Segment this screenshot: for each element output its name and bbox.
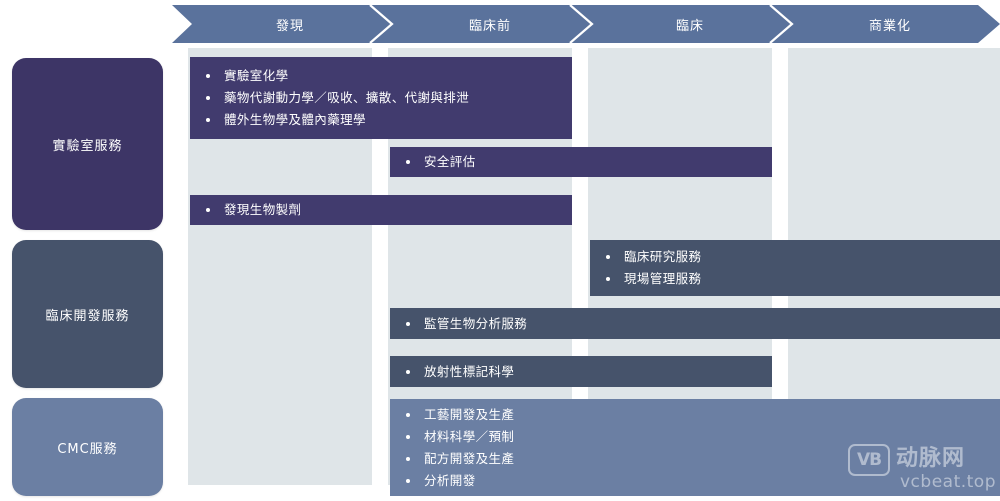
phase-label-commercial[interactable]: 商業化 bbox=[868, 18, 911, 34]
service-bar-list: 臨床研究服務 現場管理服務 bbox=[590, 246, 1000, 290]
phase-label-discovery[interactable]: 發現 bbox=[275, 18, 304, 34]
bullet-icon bbox=[406, 478, 410, 483]
list-item-label: 現場管理服務 bbox=[624, 271, 702, 286]
sidebar-item-cmc-services[interactable]: CMC服務 bbox=[12, 398, 163, 496]
bullet-icon bbox=[206, 74, 210, 78]
phase-banner-shape bbox=[172, 5, 1000, 43]
bullet-icon bbox=[406, 160, 410, 164]
bullet-icon bbox=[206, 118, 210, 122]
list-item-label: 實驗室化學 bbox=[224, 68, 289, 83]
service-bar-list: 安全評估 bbox=[390, 151, 772, 173]
list-item: 實驗室化學 bbox=[204, 65, 562, 87]
bullet-icon bbox=[406, 434, 410, 439]
list-item-label: 安全評估 bbox=[424, 154, 476, 169]
list-item-label: 分析開發 bbox=[424, 472, 476, 488]
list-item-label: 配方開發及生產 bbox=[424, 450, 515, 466]
service-bar-list: 實驗室化學 藥物代謝動力學／吸收、擴散、代謝與排泄 體外生物學及體內藥理學 bbox=[190, 65, 572, 131]
list-item: 工藝開發及生產 bbox=[404, 404, 990, 426]
sidebar-item-label: 實驗室服務 bbox=[52, 138, 123, 154]
sidebar-item-clinical-development-services[interactable]: 臨床開發服務 bbox=[12, 240, 163, 388]
sidebar-item-label: CMC服務 bbox=[57, 441, 118, 457]
list-item: 監管生物分析服務 bbox=[404, 313, 990, 335]
list-item: 體外生物學及體內藥理學 bbox=[204, 109, 562, 131]
list-item: 臨床研究服務 bbox=[604, 246, 990, 268]
bullet-icon bbox=[206, 208, 210, 212]
bullet-icon bbox=[606, 277, 610, 281]
list-item: 發現生物製劑 bbox=[204, 199, 562, 221]
list-item-label: 放射性標記科學 bbox=[424, 363, 515, 379]
service-bar-regulated-bioanalysis[interactable]: 監管生物分析服務 bbox=[390, 308, 1000, 339]
service-bar-list: 放射性標記科學 bbox=[390, 361, 772, 383]
service-bar-safety-assessment[interactable]: 安全評估 bbox=[390, 147, 772, 177]
list-item: 放射性標記科學 bbox=[404, 361, 762, 383]
service-bar-cmc[interactable]: 工藝開發及生產 材料科學／預制 配方開發及生產 分析開發 bbox=[390, 399, 1000, 496]
list-item-label: 發現生物製劑 bbox=[224, 202, 302, 217]
list-item: 現場管理服務 bbox=[604, 268, 990, 290]
list-item: 藥物代謝動力學／吸收、擴散、代謝與排泄 bbox=[204, 87, 562, 109]
list-item-label: 工藝開發及生產 bbox=[424, 406, 515, 422]
list-item-label: 材料科學／預制 bbox=[424, 428, 515, 444]
bullet-icon bbox=[606, 255, 610, 259]
service-bar-list: 監管生物分析服務 bbox=[390, 313, 1000, 335]
phase-label-clinical[interactable]: 臨床 bbox=[675, 18, 704, 34]
bullet-icon bbox=[406, 456, 410, 461]
service-bar-discovery-biologics[interactable]: 發現生物製劑 bbox=[190, 195, 572, 225]
service-bar-radiolabeled-science[interactable]: 放射性標記科學 bbox=[390, 356, 772, 387]
service-bar-list: 工藝開發及生產 材料科學／預制 配方開發及生產 分析開發 bbox=[390, 404, 1000, 492]
list-item-label: 監管生物分析服務 bbox=[424, 315, 528, 331]
service-bar-lab-chemistry[interactable]: 實驗室化學 藥物代謝動力學／吸收、擴散、代謝與排泄 體外生物學及體內藥理學 bbox=[190, 57, 572, 139]
bullet-icon bbox=[406, 412, 410, 417]
service-bar-clinical-research[interactable]: 臨床研究服務 現場管理服務 bbox=[590, 240, 1000, 296]
sidebar-item-label: 臨床開發服務 bbox=[45, 308, 130, 324]
list-item-label: 臨床研究服務 bbox=[624, 249, 702, 264]
list-item: 安全評估 bbox=[404, 151, 762, 173]
list-item: 配方開發及生產 bbox=[404, 448, 990, 470]
bullet-icon bbox=[206, 96, 210, 100]
sidebar-item-laboratory-services[interactable]: 實驗室服務 bbox=[12, 58, 163, 230]
list-item-label: 體外生物學及體內藥理學 bbox=[224, 112, 366, 127]
phase-banner bbox=[172, 5, 1000, 43]
list-item: 材料科學／預制 bbox=[404, 426, 990, 448]
list-item-label: 藥物代謝動力學／吸收、擴散、代謝與排泄 bbox=[224, 90, 470, 105]
phase-label-preclinical[interactable]: 臨床前 bbox=[468, 18, 511, 34]
bullet-icon bbox=[406, 321, 410, 326]
bullet-icon bbox=[406, 369, 410, 374]
service-bar-list: 發現生物製劑 bbox=[190, 199, 572, 221]
list-item: 分析開發 bbox=[404, 470, 990, 492]
